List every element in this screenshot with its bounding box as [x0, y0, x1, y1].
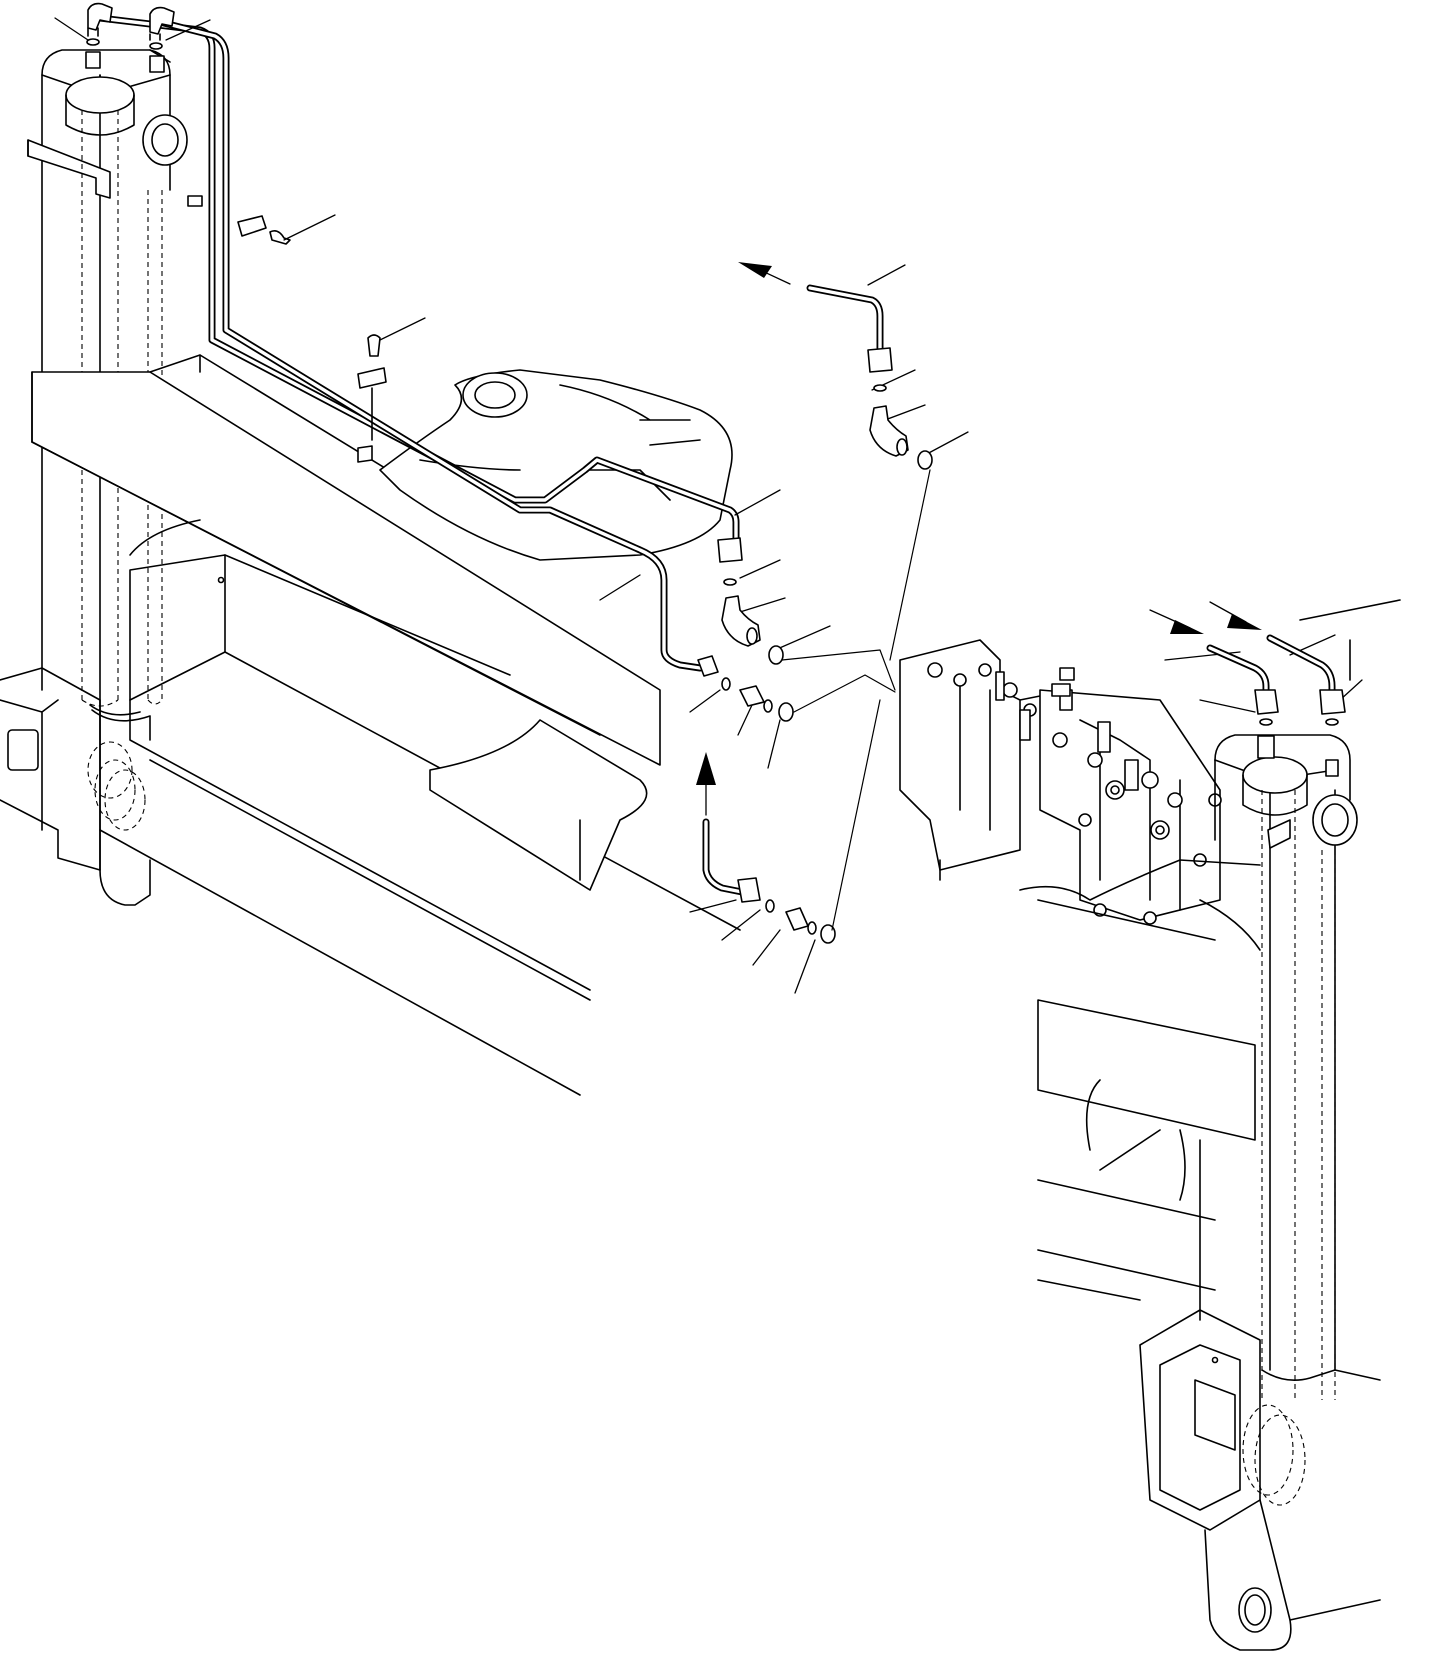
top-left-elbow-fittings [85, 2, 175, 73]
right-lower-beam [1037, 599, 1401, 1381]
center-fittings [697, 537, 896, 722]
upper-right-pipe-with-arrow [738, 262, 933, 661]
left-mast-post [0, 49, 188, 906]
right-mast-post [1139, 601, 1381, 1651]
left-cylinder-bottom [87, 709, 151, 799]
control-valve-assembly [899, 639, 1261, 951]
pipe-clamps [187, 195, 426, 463]
upper-cross-beam [31, 354, 661, 766]
lower-frame [99, 519, 741, 1096]
lower-pipe-with-arrow [696, 699, 881, 944]
left-double-pipe [96, 14, 740, 672]
center-deck [379, 369, 733, 561]
